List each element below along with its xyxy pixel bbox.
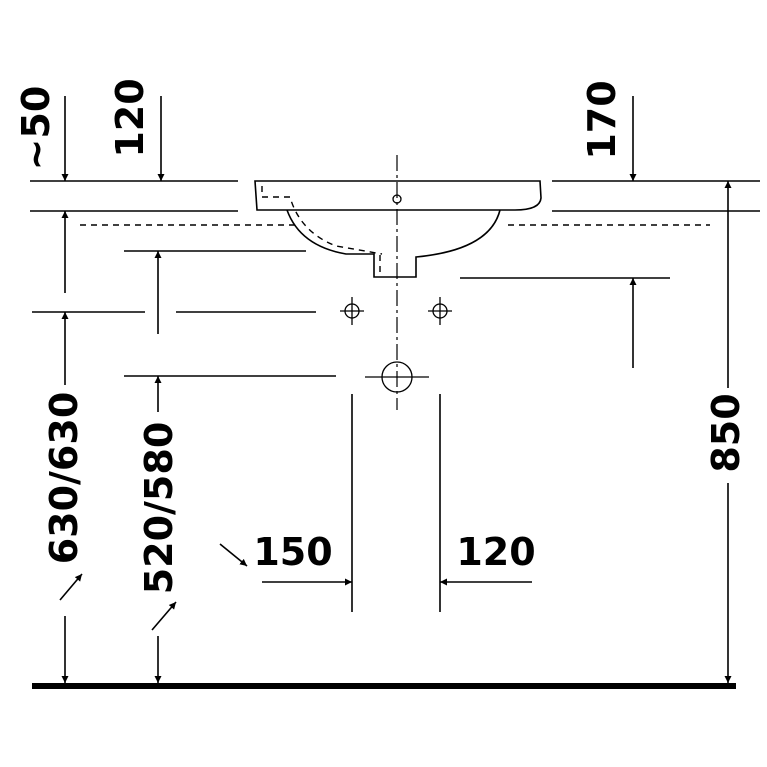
supply-connection-right (428, 297, 452, 325)
dim-drain-right-label: 120 (456, 530, 535, 574)
dim-rim-right-label: 170 (580, 80, 624, 159)
dim-rim-left-label: 120 (108, 78, 152, 157)
floor-line (32, 683, 736, 689)
dim-tap-offset-label: ~50 (14, 86, 58, 171)
dim-supply-height-label: 520/580 (137, 422, 181, 595)
dim-drain-height-label: 630/630 (42, 392, 86, 565)
dim-drain-left-label: 150 (253, 530, 332, 574)
dimension-arrows (59, 96, 732, 683)
drain-connection (365, 361, 429, 393)
supply-connection-left (340, 297, 364, 325)
dim-total-height-label: 850 (704, 393, 748, 472)
washbasin (254, 180, 542, 278)
